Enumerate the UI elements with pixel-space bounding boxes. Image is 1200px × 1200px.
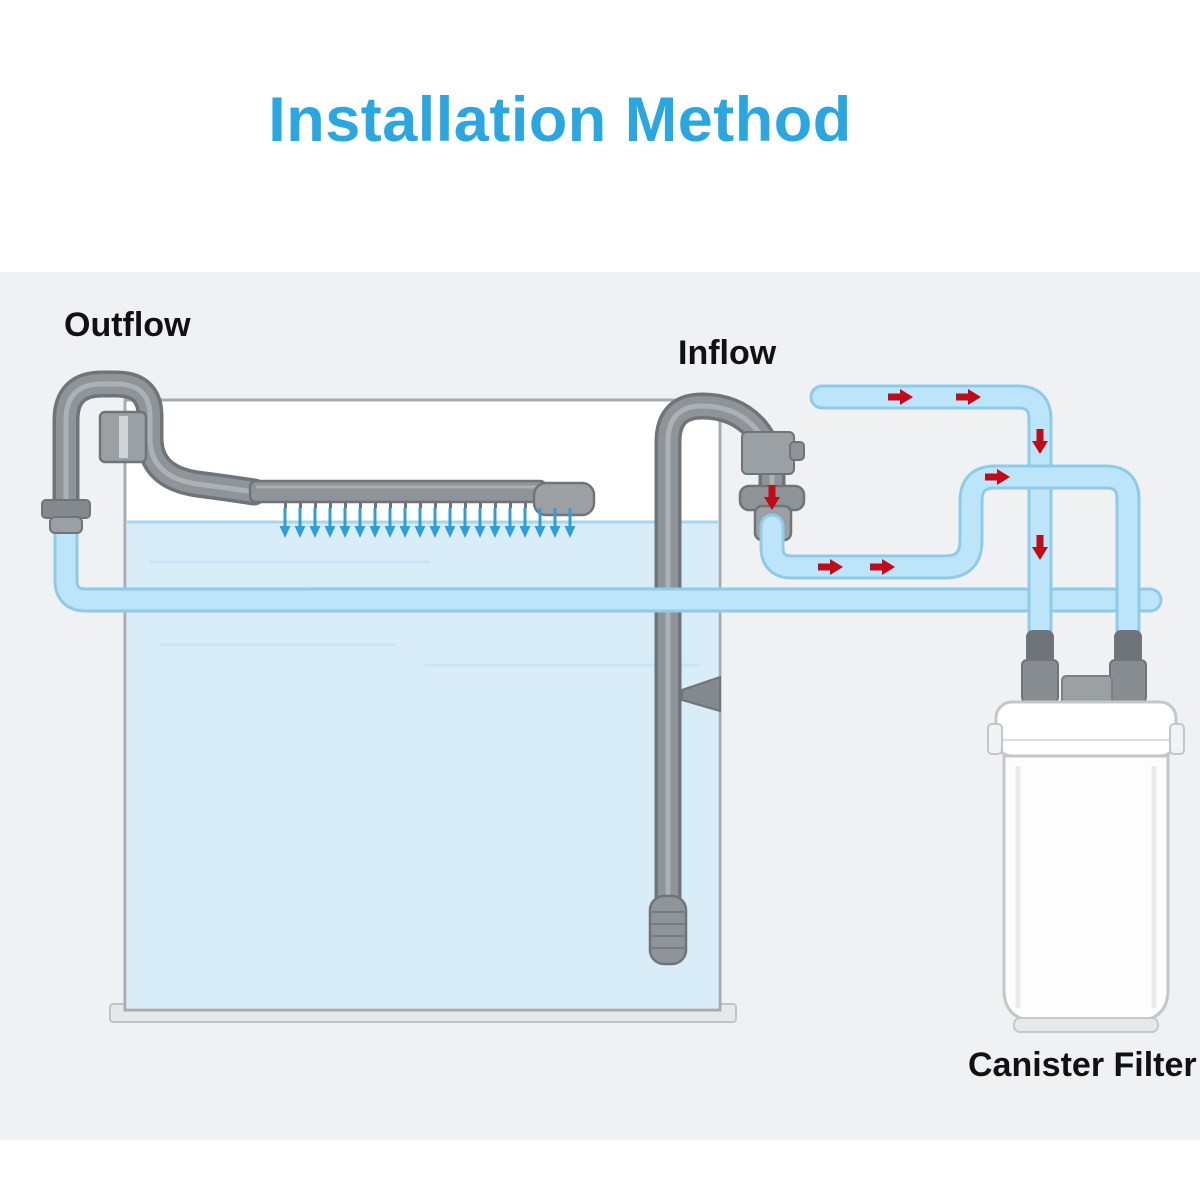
strainer-ridges <box>652 911 684 949</box>
intake-tube <box>759 464 1141 661</box>
suction-cup <box>681 675 721 713</box>
inflow-bracket-knob <box>789 441 805 461</box>
label-canister-filter: Canister Filter <box>968 1046 1197 1084</box>
inflow-rim-bracket <box>741 431 795 475</box>
spray-bar-end-cap <box>532 481 596 517</box>
outflow-hose-connector <box>41 499 91 534</box>
canister-left-clamp <box>987 723 1003 755</box>
canister-lid <box>994 700 1178 758</box>
top-tube <box>809 384 1053 661</box>
tubing <box>53 384 1163 661</box>
canister-left-hose-barb <box>1026 630 1054 664</box>
canister-right-port <box>1109 659 1147 703</box>
intake-strainer <box>648 894 688 966</box>
canister-right-clamp <box>1169 723 1185 755</box>
canister-body <box>1002 754 1170 1024</box>
outflow-assembly <box>52 370 596 530</box>
canister-right-hose-barb <box>1114 630 1142 664</box>
label-outflow: Outflow <box>64 306 191 344</box>
canister-left-port <box>1021 659 1059 703</box>
label-inflow: Inflow <box>678 334 777 372</box>
page-title: Installation Method <box>268 85 852 155</box>
spray-bar <box>248 479 548 504</box>
canister-base <box>1013 1017 1159 1033</box>
canister-filter <box>987 630 1185 1033</box>
return-tube <box>53 521 1163 613</box>
